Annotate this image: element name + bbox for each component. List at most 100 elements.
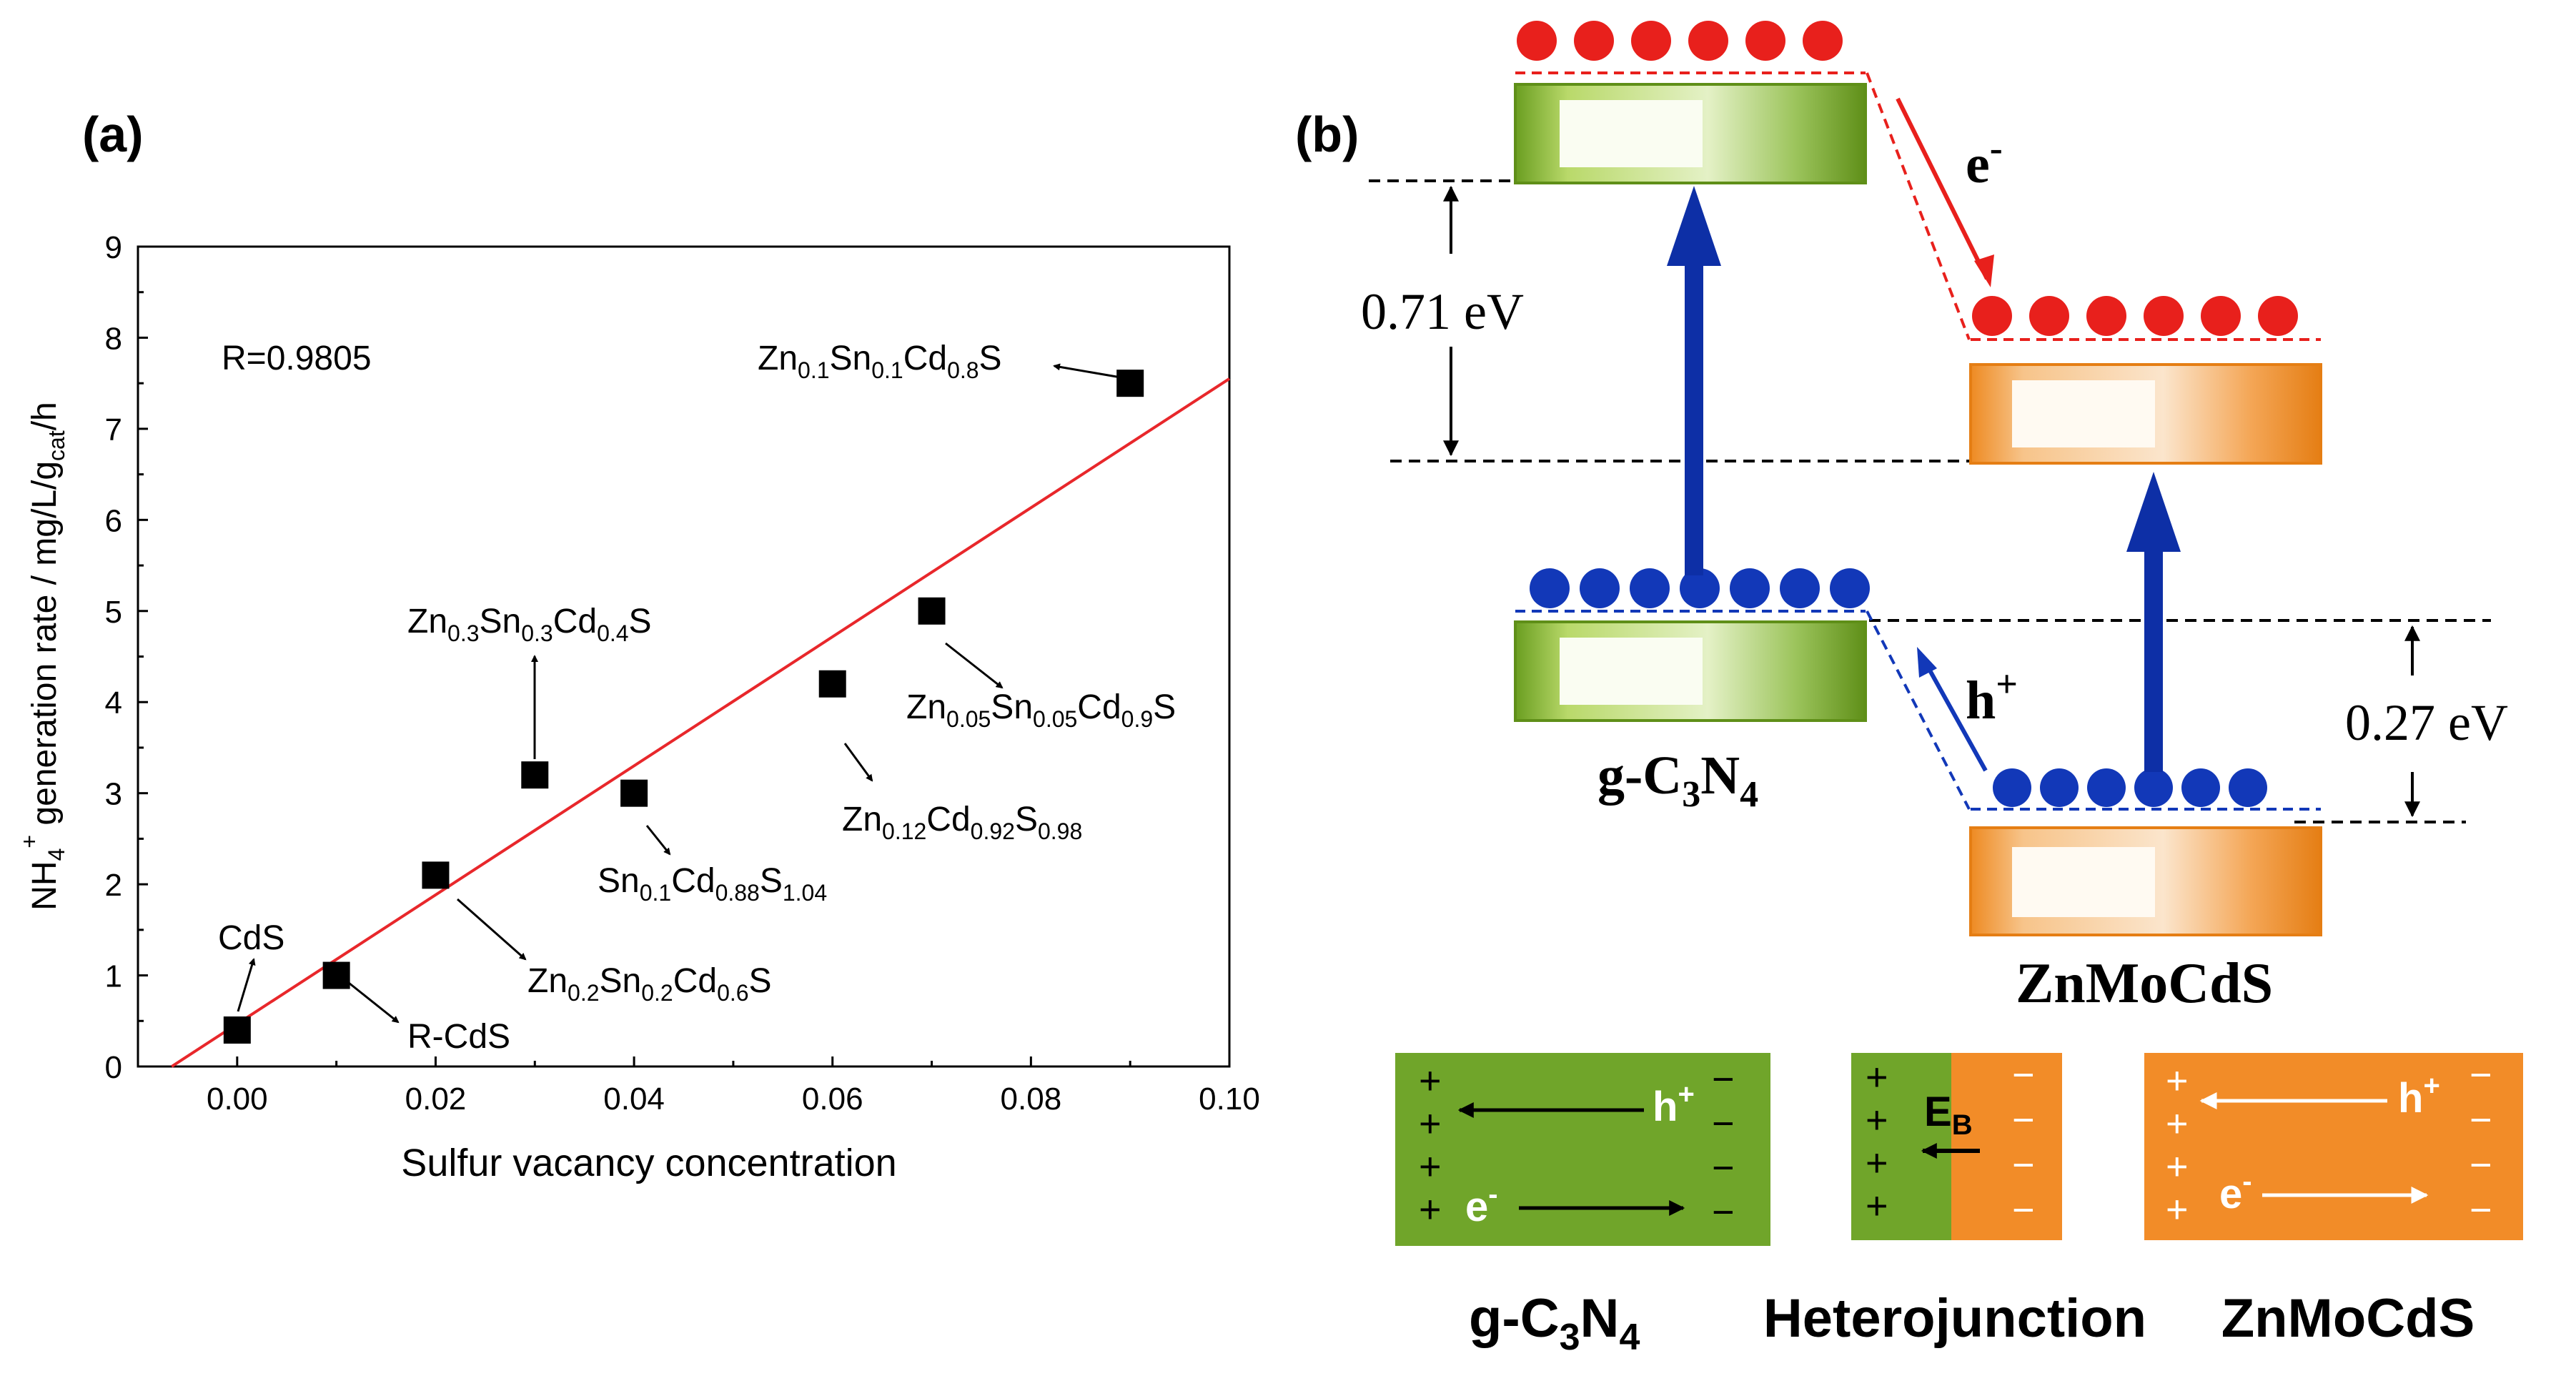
- label-zn03sn03cd04s: Zn0.3Sn0.3Cd0.4S: [407, 603, 652, 646]
- data-point: [521, 761, 549, 789]
- fit-line-layer: [171, 377, 1231, 1068]
- hole-label: h+: [1653, 1079, 1695, 1130]
- heterojunction-orange-half: [1951, 1053, 2062, 1240]
- excitation-arrow-shaft: [2144, 547, 2163, 772]
- leader-arrow: [645, 825, 671, 856]
- label-sn01cd088s104: Sn0.1Cd0.88S1.04: [598, 862, 827, 906]
- electron-transfer-arrowhead: [1974, 254, 1994, 287]
- y-tick-label: 8: [105, 321, 122, 356]
- hole-dot: [1780, 568, 1820, 608]
- electron-dot: [2144, 296, 2184, 336]
- hole-dot: [2087, 768, 2126, 807]
- plus-sign: +: [1419, 1059, 1442, 1102]
- band-highlight: [2012, 380, 2155, 447]
- electron-transfer-arrow: [1896, 97, 1989, 280]
- hole-dot: [2040, 768, 2079, 807]
- fit-line: [171, 377, 1231, 1068]
- plus-sign: +: [1419, 1188, 1442, 1231]
- electron-dot: [2258, 296, 2298, 336]
- excitation-arrow-head: [1667, 186, 1721, 266]
- field-arrows: [1457, 1092, 2429, 1216]
- leader-arrow: [945, 642, 1004, 689]
- plus-sign: +: [1866, 1142, 1888, 1184]
- electron-dot: [1517, 21, 1557, 61]
- label-r-cds: R-CdS: [407, 1018, 510, 1056]
- data-point: [818, 670, 846, 698]
- point-labels: Zn0.1Sn0.1Cd0.8S Zn0.3Sn0.3Cd0.4S Zn0.05…: [218, 340, 1176, 1056]
- electron-label: e-: [2219, 1166, 2252, 1217]
- hole-dot: [2229, 768, 2267, 807]
- hole-transfer-arrowhead: [1917, 647, 1937, 678]
- hole-dot: [1580, 568, 1620, 608]
- minus-sign: −: [2470, 1099, 2492, 1142]
- electron-dot: [1972, 296, 2012, 336]
- znmocds-field-box: [2144, 1053, 2523, 1240]
- electron-dot: [2201, 296, 2241, 336]
- label-zn01sn01cd08s: Zn0.1Sn0.1Cd0.8S: [758, 340, 1002, 383]
- band-highlight: [2012, 847, 2155, 917]
- x-tick-label: 0.02: [405, 1082, 467, 1117]
- hole-transfer-arrow: [1921, 656, 1988, 772]
- leader-arrows: [237, 363, 1121, 1024]
- electron-dot: [1688, 21, 1728, 61]
- leader-arrow: [843, 743, 873, 782]
- excitation-arrow-shaft: [1685, 261, 1703, 575]
- hole-dot: [1530, 568, 1570, 608]
- hole-dot: [1680, 568, 1720, 608]
- energy-level-lines: [1369, 179, 2491, 823]
- minus-sign: −: [1712, 1102, 1735, 1145]
- x-tick-label: 0.08: [1001, 1082, 1062, 1117]
- minus-sign: −: [2012, 1144, 2035, 1187]
- schematic-labels: h+ e- EB h+ e-: [1465, 1070, 2440, 1230]
- leader-arrow: [1053, 363, 1121, 379]
- caption-znmocds: ZnMoCdS: [2221, 1288, 2475, 1349]
- charge-carriers: [1517, 21, 2298, 807]
- y-tick-label: 0: [105, 1050, 122, 1085]
- label-cds: CdS: [218, 919, 284, 957]
- band-highlight: [1560, 100, 1703, 167]
- excitation-arrow-head: [2126, 472, 2181, 552]
- plus-sign: +: [2166, 1059, 2189, 1102]
- hole-dot: [2134, 768, 2173, 807]
- panel-b-label: (b): [1295, 107, 1359, 162]
- plus-sign: +: [2166, 1188, 2189, 1231]
- minus-sign: −: [2012, 1054, 2035, 1097]
- minus-sign: −: [1712, 1147, 1735, 1189]
- hole-label: h+: [1966, 663, 2018, 731]
- y-tick-label: 6: [105, 503, 122, 538]
- material-label-znmocds: ZnMoCdS: [2016, 952, 2273, 1015]
- gap-vb-label: 0.27 eV: [2345, 694, 2508, 751]
- caption-heterojunction: Heterojunction: [1763, 1288, 2146, 1349]
- plus-sign: +: [1866, 1099, 1888, 1142]
- hole-dot: [1993, 768, 2031, 807]
- label-zn012cd092s098: Zn0.12Cd0.92S0.98: [842, 801, 1082, 844]
- y-tick-label: 1: [105, 959, 122, 994]
- plus-sign: +: [2166, 1102, 2189, 1145]
- plus-sign: +: [2166, 1145, 2189, 1188]
- y-tick-label: 2: [105, 868, 122, 903]
- electron-dot: [1803, 21, 1843, 61]
- label-zn005sn005cd09s: Zn0.05Sn0.05Cd0.9S: [906, 688, 1176, 732]
- junction-schematics: [1395, 1053, 2523, 1246]
- hole-label: h+: [2398, 1070, 2440, 1122]
- band-highlight: [1560, 638, 1703, 705]
- electron-dot: [1631, 21, 1671, 61]
- y-tick-label: 9: [105, 230, 122, 265]
- minus-sign: −: [2012, 1189, 2035, 1232]
- label-zn02sn02cd06s: Zn0.2Sn0.2Cd0.6S: [527, 962, 772, 1006]
- hole-dot: [1630, 568, 1670, 608]
- y-tick-label: 3: [105, 777, 122, 812]
- minus-sign: −: [2470, 1189, 2492, 1232]
- x-tick-label: 0.06: [802, 1082, 863, 1117]
- hole-dot: [2181, 768, 2220, 807]
- panel-a-label: (a): [82, 107, 144, 162]
- r-value-annotation: R=0.9805: [222, 340, 372, 377]
- x-tick-label: 0.10: [1199, 1082, 1260, 1117]
- hole-dot: [1730, 568, 1770, 608]
- data-point: [918, 597, 946, 625]
- plus-sign: +: [1419, 1145, 1442, 1188]
- minus-sign: −: [2470, 1054, 2492, 1097]
